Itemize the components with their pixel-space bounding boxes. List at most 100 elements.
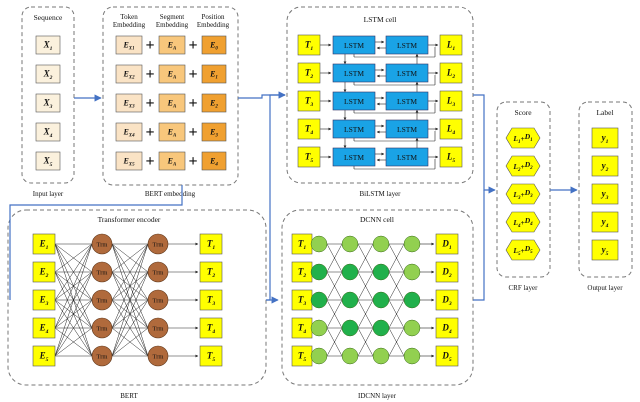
bert-input-1: E1: [32, 233, 56, 255]
svg-text:Token: Token: [120, 13, 138, 21]
bilstm-input-2-label: T2: [305, 68, 314, 81]
trm-node: Trm: [147, 261, 169, 283]
crf-score-4: L4+D4: [505, 211, 541, 233]
segment-embedding-3-label: EA: [167, 98, 177, 109]
bilstm-input-3-label: T3: [305, 96, 314, 109]
input-token-2-label: X2: [43, 69, 53, 82]
lstm-label: LSTM: [344, 153, 364, 162]
bilstm-input-1-label: T1: [305, 40, 314, 53]
bilstm-output-2-label: L2: [446, 68, 456, 81]
bert-caption: BERT: [120, 392, 138, 400]
token-embedding-2-label: EX2: [122, 69, 135, 80]
token-embedding-2: EX2: [115, 64, 143, 84]
svg-text:Embedding: Embedding: [156, 21, 189, 29]
token-embedding-3: EX3: [115, 93, 143, 113]
segment-embedding-2: EA: [158, 64, 186, 84]
idcnn-output-1-label: D1: [441, 239, 452, 252]
bert-output-3-label: T3: [207, 295, 216, 308]
trm-node: Trm: [147, 345, 169, 367]
bert-embedding-caption: BERT embedding: [145, 190, 196, 198]
output-label-4-label: y4: [601, 217, 609, 230]
trm-node: Trm: [91, 345, 113, 367]
dcnn-node: [310, 347, 328, 365]
lstm-backward-cell: LSTM: [385, 147, 429, 167]
output-label-5-label: y5: [601, 245, 609, 258]
bilstm-output-1-label: L1: [446, 40, 456, 53]
trm-label: Trm: [153, 326, 164, 333]
bilstm-input-1: T1: [297, 34, 321, 56]
bilstm-input-5-label: T5: [305, 152, 314, 165]
input-token-4-label: X4: [43, 127, 53, 140]
bilstm-output-1: L1: [439, 34, 463, 56]
segment-embedding-3: EA: [158, 93, 186, 113]
segment-embedding-1: EA: [158, 35, 186, 55]
dcnn-node: [341, 319, 359, 337]
token-embedding-1: EX1: [115, 35, 143, 55]
crf-score-5: L5+D5: [505, 239, 541, 261]
input-token-1: X1: [35, 35, 61, 55]
input-token-5: X5: [35, 151, 61, 171]
dcnn-node: [310, 319, 328, 337]
bert-input-5: E5: [32, 345, 56, 367]
bert-input-3: E3: [32, 289, 56, 311]
idcnn-output-2: D2: [435, 261, 459, 283]
input-layer-caption: Input layer: [33, 190, 64, 198]
idcnn-output-3-label: D3: [441, 295, 452, 308]
bilstm-output-4: L4: [439, 118, 463, 140]
crf-score-3: L3+D3: [505, 183, 541, 205]
position-embedding-5-label: E4: [209, 156, 218, 167]
segment-embedding-5-label: EA: [167, 156, 177, 167]
idcnn-input-4: T4: [291, 317, 313, 339]
lstm-label: LSTM: [344, 97, 364, 106]
trm-label: Trm: [153, 242, 164, 249]
idcnn-input-1: T1: [291, 233, 313, 255]
bert-input-4-label: E4: [39, 323, 49, 336]
plus-sign: +: [188, 153, 197, 170]
token-embedding-header: Token Embedding: [113, 13, 146, 29]
output-label-3-label: y3: [601, 189, 609, 202]
plus-sign: +: [145, 153, 154, 170]
input-token-5-label: X5: [43, 156, 53, 169]
svg-text:Embedding: Embedding: [113, 21, 146, 29]
input-layer-panel: [21, 6, 75, 184]
bert-output-3: T3: [199, 289, 223, 311]
crf-score-label: L1+D1: [512, 132, 532, 145]
lstm-label: LSTM: [397, 153, 417, 162]
input-token-3: X3: [35, 93, 61, 113]
trm-node: Trm: [91, 289, 113, 311]
bert-output-2: T2: [199, 261, 223, 283]
output-label-1-label: y1: [601, 133, 609, 146]
position-embedding-4: E3: [201, 122, 227, 142]
lstm-label: LSTM: [397, 41, 417, 50]
input-layer-header: Sequence: [34, 13, 63, 22]
segment-embedding-header: Segment Embedding: [156, 13, 189, 29]
dcnn-node: [372, 347, 390, 365]
bilstm-input-2: T2: [297, 62, 321, 84]
plus-sign: +: [145, 95, 154, 112]
svg-text:Position: Position: [202, 13, 225, 21]
dcnn-node: [403, 235, 421, 253]
trm-label: Trm: [97, 270, 108, 277]
trm-label: Trm: [97, 326, 108, 333]
crf-score-2: L2+D2: [505, 155, 541, 177]
idcnn-input-2-label: T2: [298, 267, 307, 280]
crf-score-label: L4+D4: [512, 216, 533, 229]
idcnn-output-3: D3: [435, 289, 459, 311]
idcnn-input-3-label: T3: [298, 295, 307, 308]
lstm-backward-cell: LSTM: [385, 91, 429, 111]
trm-node: Trm: [91, 317, 113, 339]
output-label-5: y5: [591, 239, 619, 261]
lstm-backward-cell: LSTM: [385, 119, 429, 139]
position-embedding-1-label: E0: [209, 40, 218, 51]
bilstm-input-5: T5: [297, 146, 321, 168]
bert-input-2: E2: [32, 261, 56, 283]
trm-node: Trm: [147, 289, 169, 311]
dcnn-node: [403, 319, 421, 337]
lstm-label: LSTM: [397, 97, 417, 106]
svg-text:Segment: Segment: [160, 13, 185, 21]
dcnn-node: [403, 347, 421, 365]
bert-embedding-panel: [102, 6, 239, 186]
plus-sign: +: [145, 124, 154, 141]
trm-node: Trm: [147, 233, 169, 255]
token-embedding-1-label: EX1: [122, 40, 134, 51]
